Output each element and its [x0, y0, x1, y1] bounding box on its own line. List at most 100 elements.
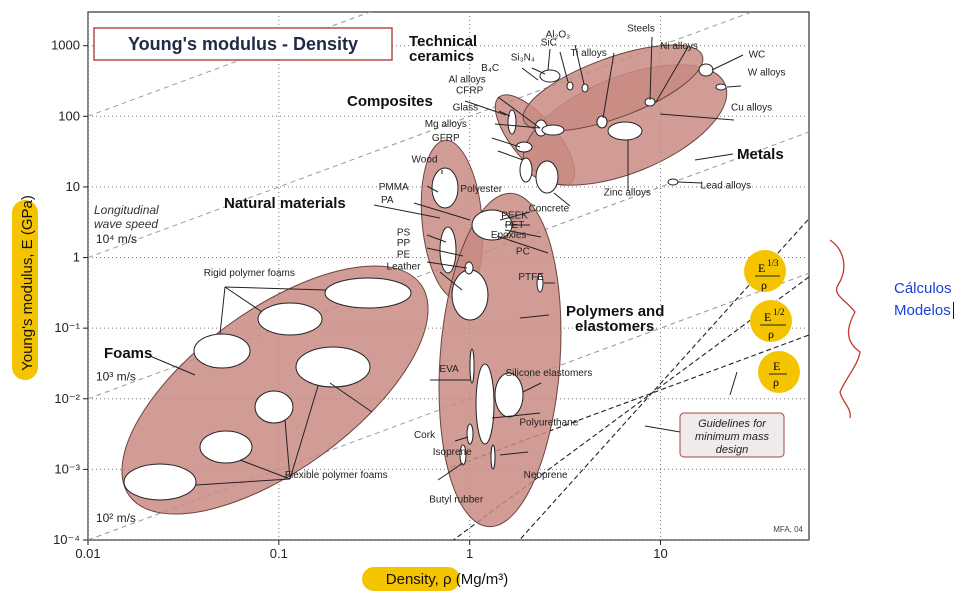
y-tick-5: 10: [66, 179, 80, 194]
y-axis-label: Young's modulus, E (GPa): [19, 195, 36, 371]
bubble-si3n4: [539, 69, 561, 83]
y-tick-7: 1000: [51, 38, 80, 53]
bubble-cork: [254, 390, 294, 424]
y-tick-6: 100: [58, 108, 80, 123]
material-label-26: PP: [397, 238, 411, 249]
x-tick-2: 1: [466, 546, 473, 561]
material-label-8: W alloys: [748, 67, 786, 78]
badge-e: [758, 351, 800, 393]
credit: MFA, 04: [773, 525, 803, 534]
material-label-1: Steels: [627, 23, 655, 34]
material-label-18: Zinc alloys: [604, 188, 651, 199]
label-metals: Metals: [737, 146, 784, 163]
bubble-foam-3: [295, 346, 371, 388]
bubble-wc: [698, 63, 714, 77]
label-technical-ceramics: Technical: [409, 33, 477, 50]
bubble-neoprene: [490, 444, 496, 470]
wave-speed-label-0: 10⁴ m/s: [96, 232, 137, 246]
badge-e-half: [750, 300, 792, 342]
material-label-5: Ti alloys: [570, 48, 606, 59]
bubble-butyl: [459, 444, 467, 466]
bubble-concrete: [535, 160, 559, 194]
material-label-4: Si₃N₄: [511, 52, 535, 63]
bubble-sic: [566, 81, 574, 91]
badge-e-third-rho: ρ: [761, 278, 767, 292]
guidelines-note-line-1: minimum mass: [695, 431, 769, 443]
material-label-23: PET: [505, 220, 524, 231]
bubble-ptfe: [536, 273, 544, 293]
bubble-flexible-foam-2: [199, 430, 253, 464]
side-note-calculos: Cálculos: [894, 280, 952, 297]
side-note-modelos: Modelos: [894, 302, 954, 319]
y-tick-4: 1: [73, 250, 80, 265]
guidelines-note-line-0: Guidelines for: [698, 418, 767, 430]
badge-e-third-exp: 1/3: [767, 258, 779, 268]
material-label-0: Al₂O₃: [546, 30, 571, 41]
material-label-29: Leather: [387, 261, 422, 272]
material-label-25: PS: [397, 228, 411, 239]
wave-speed-heading-2: wave speed: [94, 217, 158, 231]
bubble-mg-alloys: [515, 141, 533, 153]
material-label-15: Wood: [412, 155, 438, 166]
bubble-rigid-foam-3: [324, 277, 412, 309]
badge-e-text: E: [773, 359, 780, 373]
bubble-eva: [469, 348, 475, 384]
material-label-3: Ni alloys: [660, 41, 698, 52]
badge-e-half-exp: 1/2: [773, 307, 785, 317]
envelope-technical-ceramics: [522, 44, 704, 132]
material-label-33: Silicone elastomers: [505, 368, 592, 379]
material-label-16: PMMA: [379, 182, 409, 193]
x-tick-3: 10: [653, 546, 667, 561]
bubble-al2o3: [581, 83, 589, 93]
badge-e-half-rho: ρ: [768, 327, 774, 341]
material-label-9: Al alloys: [449, 75, 486, 86]
bubble-rigid-foam-2: [257, 302, 323, 336]
wave-speed-label-2: 10² m/s: [96, 511, 136, 525]
guidelines-note-line-2: design: [716, 444, 748, 456]
label-polymers-1: Polymers and: [566, 303, 664, 320]
chart-title: Young's modulus - Density: [128, 34, 358, 54]
material-label-24: Epoxies: [491, 230, 527, 241]
bubble-polyurethane: [475, 363, 495, 445]
guideline-badges: E 1/3 ρ E 1/2 ρ E ρ: [744, 250, 800, 393]
bubble-ti-alloys: [596, 115, 608, 129]
bubble-ps: [439, 226, 457, 274]
wave-speed-line-2: [88, 12, 753, 259]
y-axis-highlight: [12, 200, 38, 380]
label-composites: Composites: [347, 93, 433, 110]
bubble-leather: [451, 269, 489, 321]
material-label-6: WC: [749, 50, 766, 61]
label-natural-materials: Natural materials: [224, 195, 346, 212]
material-label-19: Lead alloys: [701, 180, 752, 191]
badge-e-rho: ρ: [773, 375, 779, 389]
guideline-2: [518, 218, 809, 540]
material-label-10: CFRP: [456, 86, 484, 97]
bubble-al-alloys: [541, 124, 565, 136]
material-label-36: Isoprene: [433, 447, 472, 458]
material-label-11: Glass: [453, 103, 479, 114]
material-label-31: Rigid polymer foams: [204, 268, 295, 279]
material-label-32: EVA: [439, 364, 459, 375]
material-label-2: SiC: [541, 38, 557, 49]
material-label-7: B₄C: [481, 63, 499, 74]
material-label-13: Mg alloys: [425, 119, 467, 130]
bubble-cfrp: [507, 109, 517, 135]
guidelines-note-box: [679, 412, 785, 458]
label-polymers-2: elastomers: [575, 318, 654, 335]
chart-title-box: [93, 27, 393, 61]
material-label-28: PE: [397, 250, 411, 261]
badge-e-third: [744, 250, 786, 292]
wave-speed-label-1: 10³ m/s: [96, 370, 136, 384]
x-axis-highlight: [362, 567, 460, 591]
y-tick-2: 10⁻²: [54, 391, 80, 406]
x-tick-1: 0.1: [270, 546, 288, 561]
material-label-22: PEEK: [501, 210, 528, 221]
x-axis-label: Density, ρ (Mg/m³): [386, 571, 508, 588]
bubble-isoprene: [466, 423, 474, 445]
y-tick-0: 10⁻⁴: [53, 532, 80, 547]
material-label-21: PA: [381, 195, 394, 206]
material-label-34: Cork: [414, 430, 436, 441]
material-label-20: Concrete: [529, 203, 570, 214]
wave-speed-heading-1: Longitudinal: [94, 203, 159, 217]
